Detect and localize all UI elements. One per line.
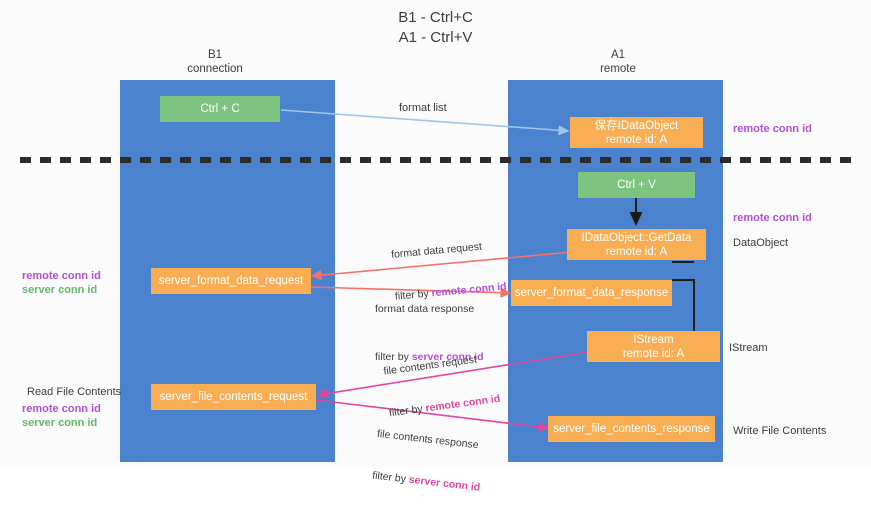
edge-label-file-contents-response-line1: file contents response — [376, 427, 480, 452]
node-ctrl-v-label: Ctrl + V — [617, 179, 656, 191]
column-heading-right: A1 remote — [600, 49, 636, 75]
edge-label-file-contents-request-line1: file contents request — [382, 353, 478, 378]
page-title: B1 - Ctrl+C A1 - Ctrl+V — [398, 9, 473, 46]
annotation-left-remote-conn-id: remote conn id — [22, 270, 101, 282]
node-server-file-contents-response-label: server_file_contents_response — [553, 423, 710, 435]
edge-label-format-data-response-line1: format data response — [375, 303, 475, 315]
annotation-left-server-conn-id: server conn id — [22, 284, 98, 296]
annotation-left-server-conn-id-2: server conn id — [22, 417, 98, 429]
edge-label-file-contents-response: file contents response filter by server … — [368, 399, 489, 523]
edge-label-format-data-response: format data response filter by server co… — [375, 274, 484, 392]
annotation-left-read-file-contents: Read File Contents — [27, 386, 122, 398]
node-server-file-contents-request[interactable]: server_file_contents_request — [151, 384, 316, 410]
node-istream[interactable]: IStream remote id: A — [587, 331, 720, 362]
annotation-right-dataobject: DataObject — [733, 237, 789, 249]
edge-label-format-data-response-filter: filter by server conn id — [375, 351, 484, 363]
node-server-format-data-response-label: server_format_data_response — [514, 287, 669, 299]
node-istream-line2: remote id: A — [622, 347, 685, 360]
node-idataobject-getdata-line1: IDataObject::GetData — [581, 231, 692, 244]
edge-label-file-contents-response-filter: filter by server conn id — [371, 469, 481, 494]
node-istream-line1: IStream — [633, 333, 674, 346]
node-save-idataobject-line1: 保存IDataObject — [594, 119, 679, 132]
node-save-idataobject-line2: remote id: A — [605, 133, 668, 146]
node-ctrl-v[interactable]: Ctrl + V — [578, 172, 695, 198]
node-ctrl-c[interactable]: Ctrl + C — [160, 96, 280, 122]
edge-label-format-data-request-line1: format data request — [390, 240, 483, 261]
node-idataobject-getdata[interactable]: IDataObject::GetData remote id: A — [567, 229, 706, 260]
node-server-file-contents-response[interactable]: server_file_contents_response — [548, 416, 715, 442]
node-idataobject-getdata-line2: remote id: A — [605, 245, 668, 258]
annotation-right-remote-conn-id-top: remote conn id — [733, 123, 812, 135]
node-server-file-contents-request-label: server_file_contents_request — [159, 391, 308, 403]
edge-label-format-list: format list — [399, 102, 447, 114]
node-ctrl-c-label: Ctrl + C — [200, 103, 240, 115]
node-server-format-data-request-label: server_format_data_request — [158, 275, 304, 287]
node-server-format-data-request[interactable]: server_format_data_request — [151, 268, 311, 294]
annotation-right-write-file-contents: Write File Contents — [733, 425, 827, 437]
annotation-left-remote-conn-id-2: remote conn id — [22, 403, 101, 415]
node-save-idataobject[interactable]: 保存IDataObject remote id: A — [570, 117, 703, 148]
annotation-right-remote-conn-id-mid: remote conn id — [733, 212, 812, 224]
column-heading-left: B1 connection — [187, 49, 243, 75]
node-server-format-data-response[interactable]: server_format_data_response — [511, 280, 672, 306]
annotation-right-istream: IStream — [729, 342, 768, 354]
diagram-canvas: B1 - Ctrl+C A1 - Ctrl+V B1 connection A1… — [20, 9, 860, 494]
